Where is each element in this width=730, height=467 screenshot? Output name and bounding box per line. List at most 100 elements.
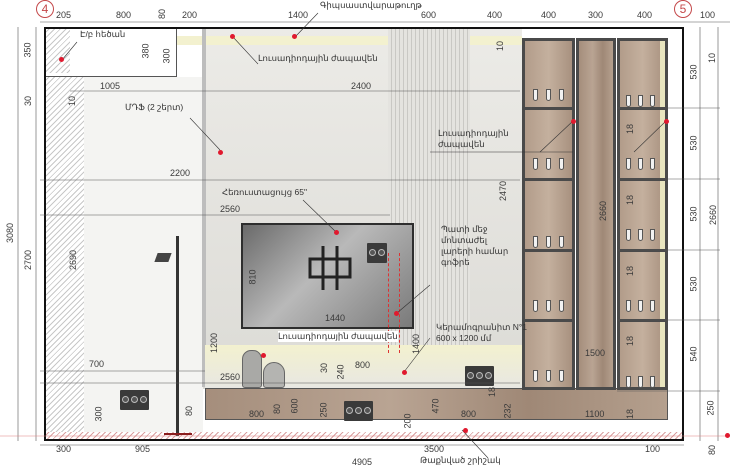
leader-line	[633, 120, 667, 153]
dim-label: 400	[487, 10, 503, 20]
dim-label: 205	[56, 10, 72, 20]
dim-label: 600	[421, 10, 437, 20]
dim-label: 2690	[68, 249, 79, 271]
shelf	[525, 107, 573, 110]
dim-label: 240	[335, 364, 346, 380]
socket-stone-icon	[465, 366, 494, 386]
leader-line	[396, 284, 431, 314]
panel-divider	[202, 27, 206, 387]
vase	[263, 362, 285, 388]
dim-label: 800	[249, 409, 265, 419]
leader-line	[232, 36, 259, 65]
note-mdf: ՄԴՖ (2 շերտ)	[125, 102, 184, 112]
dim-label: 300	[93, 406, 104, 422]
shelf	[620, 319, 665, 322]
dim-label: 100	[645, 444, 661, 454]
axis-marker-5: 5	[674, 0, 692, 18]
glass-icon	[626, 229, 631, 241]
note-conduit: Պատի մեջ	[441, 224, 488, 234]
dim-label: 80	[272, 403, 283, 415]
dim-label: 400	[637, 10, 653, 20]
leader-line	[539, 120, 574, 153]
dim-label: 30	[319, 362, 330, 374]
note-tv: Հեռուստացույց 65"	[222, 187, 307, 197]
socket-console-icon	[344, 401, 373, 421]
glass-icon	[650, 158, 655, 170]
note-conduit: մոնտաժել	[441, 235, 488, 245]
marker-dot	[394, 311, 399, 316]
axis-marker-4: 4	[36, 0, 54, 18]
cabinet-center-door[interactable]	[576, 38, 616, 390]
wall-outline	[44, 27, 684, 441]
note-tile: 600 x 1200 մմ	[436, 333, 492, 343]
dim-label: 10	[495, 40, 506, 52]
dim-label: 810	[247, 269, 258, 285]
vase	[242, 350, 262, 388]
dim-label: 300	[588, 10, 604, 20]
socket-left-icon	[120, 390, 149, 410]
dim-label: 18	[625, 265, 636, 277]
dim-label: 18	[625, 123, 636, 135]
marker-dot	[664, 119, 669, 124]
marker-dot	[218, 150, 223, 155]
led-strip-cabinet	[660, 41, 665, 387]
conduit	[388, 253, 400, 353]
dim-label: 2700	[23, 249, 34, 271]
floor-hatch	[44, 432, 684, 441]
dim-label: 100	[700, 10, 716, 20]
dim-label: 200	[402, 413, 413, 429]
glass-icon	[533, 300, 538, 312]
dim-label: 1500	[585, 348, 606, 358]
glass-icon	[546, 370, 551, 382]
glass-icon	[546, 300, 551, 312]
glass-icon	[650, 229, 655, 241]
floor-lamp-pole	[176, 236, 179, 436]
dim-label: 905	[135, 444, 151, 454]
dim-label: 2560	[220, 372, 241, 382]
dim-label: 80	[707, 444, 718, 456]
led-strip-top	[177, 36, 522, 45]
left-wall	[70, 77, 203, 437]
dim-label: 1400	[411, 333, 422, 355]
socket-tv-icon	[367, 243, 387, 263]
dim-label: 18	[487, 386, 498, 398]
dim-label: 530	[688, 276, 699, 292]
dim-label: 700	[89, 359, 105, 369]
marker-dot	[59, 57, 64, 62]
dim-label: 250	[705, 400, 716, 416]
shelf	[525, 178, 573, 181]
glass-icon	[638, 300, 643, 312]
dim-label: 18	[625, 335, 636, 347]
dim-label: 18	[625, 408, 636, 420]
glass-icon	[533, 370, 538, 382]
dim-label: 600	[289, 398, 300, 414]
leader-line	[61, 41, 78, 61]
note-conduit: գոֆրե	[441, 257, 470, 267]
left-hatch-column	[44, 77, 84, 437]
leader-line	[403, 337, 431, 373]
glass-icon	[638, 229, 643, 241]
shelf	[525, 319, 573, 322]
glass-icon	[638, 158, 643, 170]
tv-mount-icon	[308, 246, 352, 290]
floor-lamp-base	[164, 433, 192, 435]
note-skirting: Թաքնված շրիշակ	[420, 455, 501, 465]
dim-label: 1005	[100, 81, 121, 91]
dim-label: 540	[688, 346, 699, 362]
marker-dot	[292, 34, 297, 39]
dim-label: 300	[161, 48, 172, 64]
note-beam: Է/բ հեծան	[80, 29, 126, 39]
glass-icon	[638, 95, 643, 107]
dim-label: 250	[318, 402, 329, 418]
dim-label: 400	[541, 10, 557, 20]
dim-label: 2660	[708, 204, 719, 226]
dim-label: 530	[688, 64, 699, 80]
glass-icon	[638, 376, 643, 388]
dim-label: 80	[184, 405, 195, 417]
dim-label: 2470	[498, 180, 509, 202]
glass-icon	[559, 89, 564, 101]
glass-icon	[650, 376, 655, 388]
dim-label: 10	[67, 95, 78, 107]
dim-label: 350	[22, 42, 33, 58]
